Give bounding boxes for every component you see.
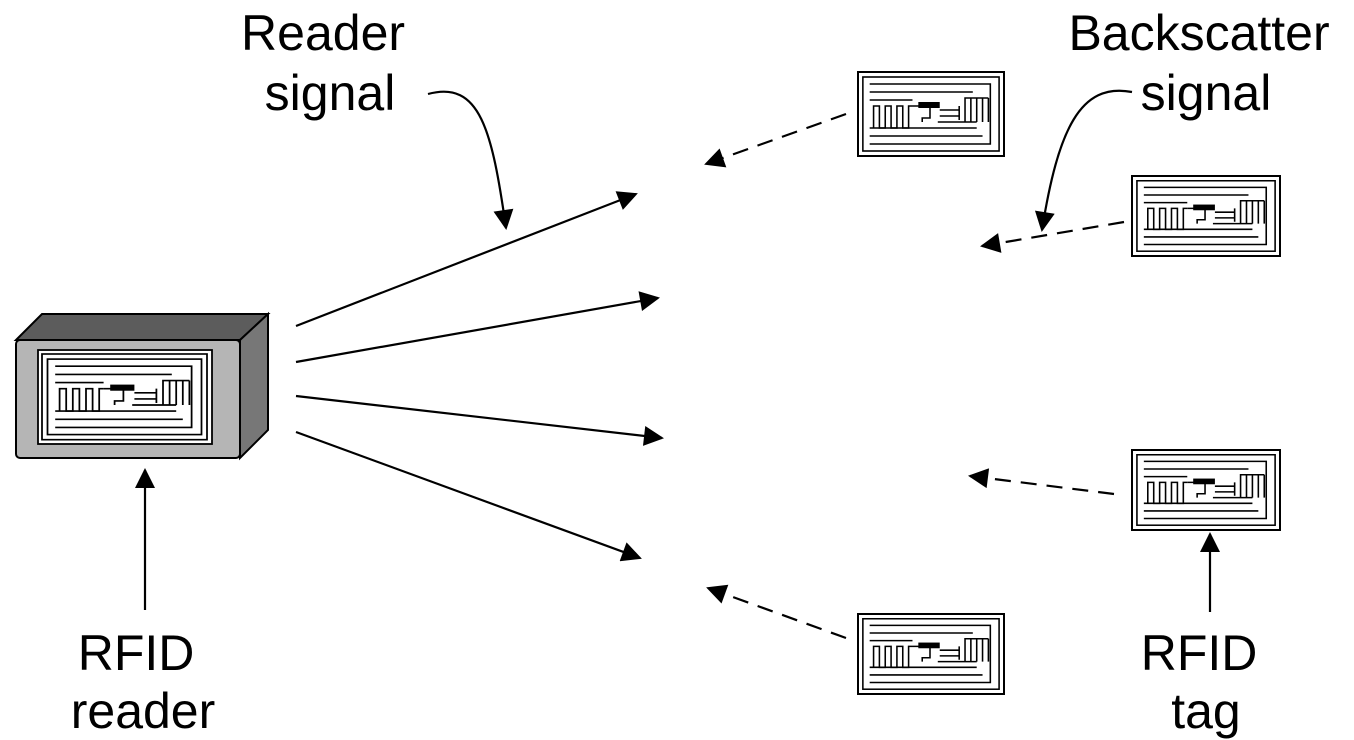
reader-side-face (239, 311, 269, 461)
rfid-tag (857, 613, 1005, 695)
backscatter-signal-label: Backscatter signal (1068, 5, 1343, 121)
rfid-tag-label: RFID tag (1141, 625, 1272, 739)
rfid-reader-device (13, 311, 271, 461)
reader-signal-arrow (295, 394, 664, 446)
reader-signal-label: Reader signal (241, 5, 419, 121)
reader-signal-pointer (427, 90, 514, 230)
backscatter-signal-arrow (706, 584, 847, 640)
backscatter-signal-arrow (968, 468, 1115, 496)
reader-signal-arrow (295, 430, 642, 562)
reader-signal-arrow (295, 291, 660, 364)
reader-top-face (13, 313, 271, 341)
rfid-tag (1131, 175, 1281, 257)
rfid-tag (857, 71, 1005, 157)
backscatter-signal-pointer (1034, 89, 1133, 232)
rfid-reader-label: RFID reader (71, 625, 216, 739)
backscatter-signal-arrow (980, 220, 1125, 253)
reader-signal-arrow (295, 191, 638, 328)
backscatter-signal-arrow (704, 112, 847, 168)
rfid-tag (1131, 449, 1281, 531)
